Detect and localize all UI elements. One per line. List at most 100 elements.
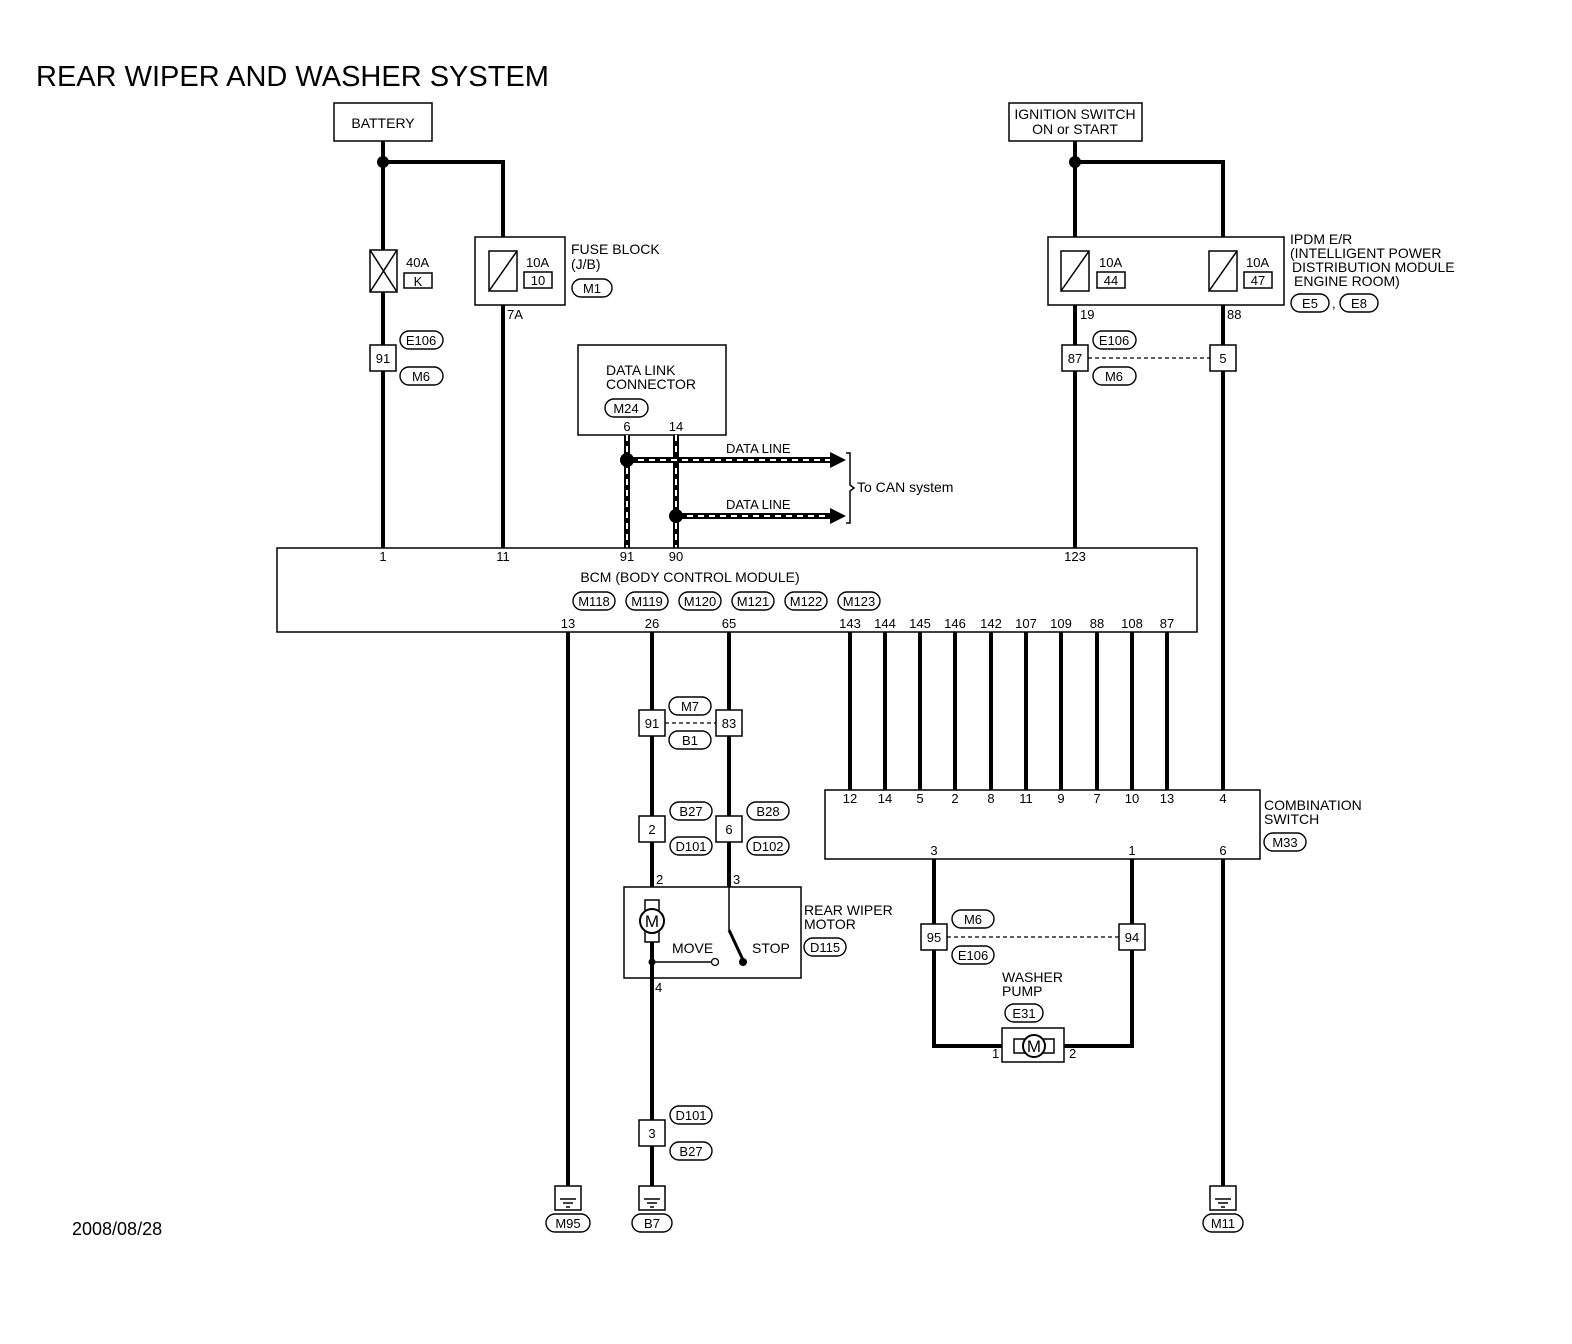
fuse-block-name: FUSE BLOCK	[571, 241, 660, 257]
motor-pin: 3	[733, 872, 740, 887]
bcm-pin: 108	[1121, 616, 1143, 631]
ignition-label-2: ON or START	[1032, 121, 1118, 137]
bcm-pin: 87	[1160, 616, 1174, 631]
fuse-block-jb: 10A 10 FUSE BLOCK (J/B) M1 7A	[474, 236, 660, 322]
combo-pin: 3	[930, 843, 937, 858]
motor-name-1: REAR WIPER	[804, 902, 893, 918]
combo-pin: 9	[1057, 791, 1064, 806]
dlc-name: DATA LINK	[606, 362, 676, 378]
ipdm-er: 10A 44 10A 47 19 88 IPDM E/R (INTELLIGEN…	[1047, 231, 1455, 322]
bcm-name: BCM (BODY CONTROL MODULE)	[580, 569, 799, 585]
wire-washer-pump-2	[1054, 950, 1134, 1048]
bcm-pin: 11	[496, 549, 510, 564]
joint-connector-m7-b1: 91 83 M7 B1	[638, 696, 743, 750]
pump-pin: 1	[992, 1046, 999, 1061]
joint-pin: 87	[1068, 351, 1082, 366]
bcm-pin: 123	[1064, 549, 1086, 564]
connector-tag: E8	[1351, 296, 1367, 311]
connector-tag: M24	[613, 401, 638, 416]
joint-connector-b28-d102: 6 B28 D102	[715, 801, 790, 856]
bcm-pin: 13	[561, 616, 575, 631]
connector-tag: M123	[843, 594, 876, 609]
bcm-pin: 144	[874, 616, 896, 631]
motor-pin: 4	[655, 980, 662, 995]
joint-pin: 3	[648, 1126, 655, 1141]
connector-tag: M122	[790, 594, 823, 609]
move-label: MOVE	[672, 940, 713, 956]
fusible-link-id: K	[414, 274, 423, 289]
joint-connector-e106-m6-left: 91 E106 M6	[369, 330, 444, 386]
dlc-pin-6: 6	[623, 419, 630, 434]
bcm-pin: 91	[620, 549, 634, 564]
bcm-pin: 88	[1090, 616, 1104, 631]
joint-connector-e106-m6-right: 87 5 E106 M6	[1061, 330, 1237, 386]
ipdm-name-4: ENGINE ROOM)	[1294, 273, 1400, 289]
connector-tag: E5	[1302, 296, 1318, 311]
bcm-pin: 65	[722, 616, 736, 631]
connector-tag: B28	[756, 804, 779, 819]
battery-label: BATTERY	[351, 115, 415, 131]
ipdm-name-3: DISTRIBUTION MODULE	[1292, 259, 1455, 275]
pump-motor-symbol: M	[1027, 1037, 1041, 1056]
fuse-number: 44	[1104, 273, 1118, 288]
fuse-rating: 10A	[1099, 255, 1122, 270]
combo-pin: 12	[843, 791, 857, 806]
ground-label: B7	[644, 1216, 660, 1231]
connector-tag: M33	[1272, 835, 1297, 850]
connector-tag: B27	[679, 1144, 702, 1159]
data-link-connector: DATA LINK CONNECTOR M24 6 14	[577, 344, 727, 436]
to-can-label: To CAN system	[857, 479, 953, 495]
fusible-link-40a: 40A K	[369, 249, 433, 293]
combo-pin: 14	[878, 791, 892, 806]
bcm-pin: 146	[944, 616, 966, 631]
battery-source: BATTERY	[333, 102, 433, 142]
ipdm-name-1: IPDM E/R	[1290, 231, 1352, 247]
fusible-link-rating: 40A	[406, 255, 429, 270]
revision-date: 2008/08/28	[72, 1219, 162, 1239]
ground-m11: M11	[1202, 1185, 1244, 1233]
connector-tag: B27	[679, 804, 702, 819]
battery-wiring	[377, 141, 505, 250]
ground-m95: M95	[545, 1185, 591, 1233]
joint-connector-m6-e106-washer: 95 94 M6 E106	[920, 909, 1146, 965]
connector-tag: D101	[675, 839, 706, 854]
ipdm-name-2: (INTELLIGENT POWER	[1290, 245, 1441, 261]
bcm-pin: 109	[1050, 616, 1072, 631]
ignition-switch-source: IGNITION SWITCH ON or START	[1008, 102, 1143, 142]
combo-name-2: SWITCH	[1264, 811, 1319, 827]
connector-tag: M118	[578, 594, 610, 609]
combo-pin: 1	[1128, 843, 1135, 858]
fuse-rating: 10A	[526, 255, 549, 270]
ground-b7: B7	[631, 1185, 673, 1233]
joint-connector-d101-b27-ground: 3 D101 B27	[638, 1105, 713, 1161]
joint-pin: 94	[1125, 930, 1139, 945]
wire-washer-pump-1	[932, 950, 1010, 1048]
joint-pin: 91	[645, 716, 659, 731]
connector-tag: D101	[675, 1108, 706, 1123]
data-line-label: DATA LINE	[726, 441, 791, 456]
combo-pin: 11	[1019, 791, 1033, 806]
bcm-to-combo-wires	[848, 632, 1169, 790]
connector-tag: E31	[1012, 1006, 1035, 1021]
bcm-pin: 1	[379, 549, 386, 564]
fuse-rating: 10A	[1246, 255, 1269, 270]
connector-tag: M119	[631, 594, 663, 609]
stop-label: STOP	[752, 940, 790, 956]
joint-pin: 5	[1219, 351, 1226, 366]
bcm-pin: 145	[909, 616, 931, 631]
connector-sep: ,	[1332, 296, 1336, 311]
fuse-number: 47	[1251, 273, 1265, 288]
joint-connector-b27-d101: 2 B27 D101	[638, 801, 713, 856]
motor-pin: 2	[656, 872, 663, 887]
bcm-pin: 90	[669, 549, 683, 564]
combo-pin: 7	[1093, 791, 1100, 806]
connector-tag: E106	[406, 333, 436, 348]
washer-pump: M 1 2 WASHER PUMP E31	[992, 969, 1076, 1063]
rear-wiper-motor: 2 3 M MOVE STOP 4 REAR WIPER MOTOR D115	[623, 872, 893, 1120]
can-data-lines: DATA LINE DATA LINE To CAN system	[620, 435, 953, 548]
combination-switch: 12 14 5 2 8 11 9 7 10 13 4 3 1 6 COMBINA…	[824, 789, 1362, 860]
connector-tag: M1	[583, 281, 601, 296]
combo-pin: 8	[987, 791, 994, 806]
combo-pin: 2	[951, 791, 958, 806]
combo-pin: 6	[1219, 843, 1226, 858]
